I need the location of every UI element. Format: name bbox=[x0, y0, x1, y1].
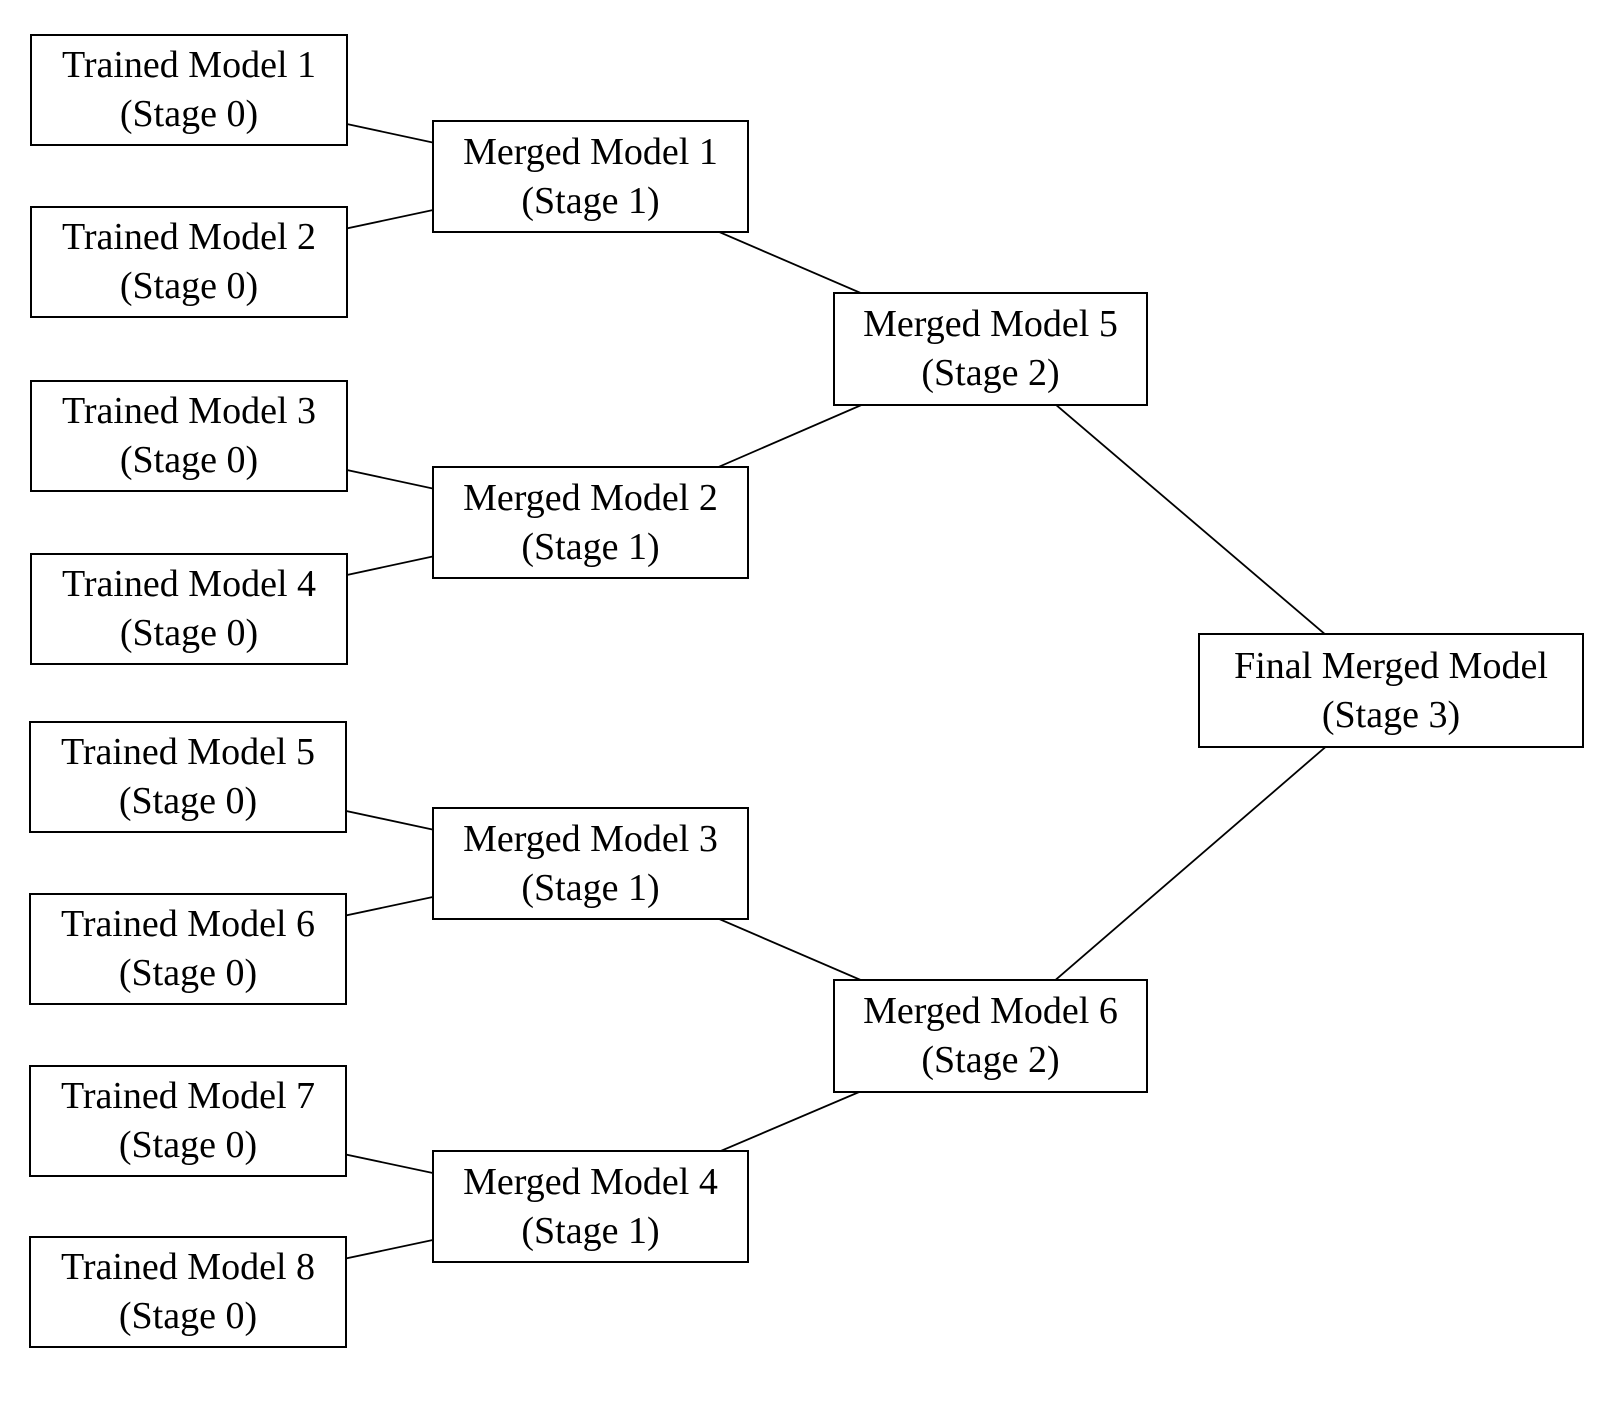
node-trained-model-8: Trained Model 8 (Stage 0) bbox=[29, 1236, 347, 1348]
node-merged-model-6: Merged Model 6 (Stage 2) bbox=[833, 979, 1148, 1093]
node-label: Trained Model 5 bbox=[60, 731, 316, 774]
node-stage-label: (Stage 3) bbox=[1321, 693, 1461, 736]
node-label: Trained Model 4 bbox=[61, 563, 317, 606]
node-merged-model-4: Merged Model 4 (Stage 1) bbox=[432, 1150, 749, 1263]
node-stage-label: (Stage 1) bbox=[521, 179, 660, 222]
node-stage-label: (Stage 0) bbox=[118, 780, 258, 822]
node-label: Trained Model 7 bbox=[60, 1075, 316, 1118]
node-trained-model-5: Trained Model 5 (Stage 0) bbox=[29, 721, 347, 833]
node-label: Trained Model 1 bbox=[61, 44, 317, 87]
node-trained-model-6: Trained Model 6 (Stage 0) bbox=[29, 893, 347, 1005]
node-trained-model-3: Trained Model 3 (Stage 0) bbox=[30, 380, 348, 492]
node-stage-label: (Stage 0) bbox=[119, 439, 259, 481]
node-merged-model-3: Merged Model 3 (Stage 1) bbox=[432, 807, 749, 920]
node-trained-model-1: Trained Model 1 (Stage 0) bbox=[30, 34, 348, 146]
node-trained-model-7: Trained Model 7 (Stage 0) bbox=[29, 1065, 347, 1177]
edge-merged-model-6-to-final-merged-model bbox=[989, 689, 1392, 1037]
node-stage-label: (Stage 1) bbox=[521, 866, 660, 909]
node-label: Merged Model 1 bbox=[463, 130, 718, 173]
node-label: Merged Model 3 bbox=[463, 817, 718, 860]
node-label: Trained Model 3 bbox=[61, 390, 317, 433]
node-label: Trained Model 6 bbox=[60, 903, 316, 946]
node-label: Trained Model 8 bbox=[60, 1246, 316, 1289]
node-stage-label: (Stage 0) bbox=[119, 93, 259, 135]
node-label: Merged Model 6 bbox=[863, 990, 1118, 1033]
node-trained-model-4: Trained Model 4 (Stage 0) bbox=[30, 553, 348, 665]
node-merged-model-2: Merged Model 2 (Stage 1) bbox=[432, 466, 749, 579]
node-stage-label: (Stage 1) bbox=[521, 525, 660, 568]
node-stage-label: (Stage 2) bbox=[921, 352, 1060, 394]
node-label: Trained Model 2 bbox=[61, 216, 317, 259]
node-label: Merged Model 2 bbox=[463, 476, 718, 519]
node-stage-label: (Stage 0) bbox=[118, 1295, 258, 1337]
node-stage-label: (Stage 1) bbox=[521, 1209, 660, 1252]
node-stage-label: (Stage 0) bbox=[118, 1124, 258, 1166]
node-merged-model-1: Merged Model 1 (Stage 1) bbox=[432, 120, 749, 233]
node-trained-model-2: Trained Model 2 (Stage 0) bbox=[30, 206, 348, 318]
node-label: Merged Model 5 bbox=[863, 303, 1118, 346]
node-stage-label: (Stage 0) bbox=[119, 612, 259, 654]
node-final-merged-model: Final Merged Model (Stage 3) bbox=[1198, 633, 1584, 748]
node-stage-label: (Stage 0) bbox=[118, 952, 258, 994]
node-stage-label: (Stage 0) bbox=[119, 265, 259, 307]
node-label: Merged Model 4 bbox=[463, 1160, 718, 1203]
node-merged-model-5: Merged Model 5 (Stage 2) bbox=[833, 292, 1148, 406]
node-stage-label: (Stage 2) bbox=[921, 1039, 1060, 1081]
node-label: Final Merged Model bbox=[1234, 644, 1548, 687]
